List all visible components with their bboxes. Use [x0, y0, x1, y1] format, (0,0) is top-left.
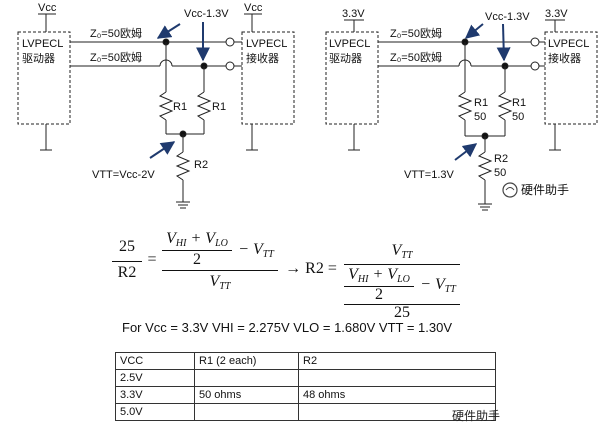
lhs-fraction-bar [112, 261, 142, 262]
right-vcc-annotation: Vcc-1.3V [485, 11, 530, 23]
table-cell: 50 ohms [194, 386, 299, 404]
condition-text: For Vcc = 3.3V VHI = 2.275V VLO = 1.680V… [122, 320, 453, 335]
left-r2-label: R2 [194, 159, 208, 171]
rhs-minus-vtt: − VTT [420, 276, 456, 295]
rhs-numerator: VTT [391, 242, 413, 261]
rhs-outer-bar [344, 304, 460, 305]
left-z0-bottom: Z₀=50欧姆 [90, 50, 142, 64]
watermark-logo [502, 182, 518, 198]
right-vtt-label: VTT=1.3V [404, 169, 454, 181]
right-r1-left-value: 50 [474, 111, 486, 123]
left-driver-label-2: 驱动器 [22, 52, 55, 65]
right-r2-label: R2 [494, 153, 508, 165]
left-vcc-annotation: Vcc-1.3V [184, 8, 229, 20]
left-vtt-label: VTT=Vcc-2V [92, 169, 155, 181]
rhs-two: 2 [375, 286, 383, 303]
watermark-text: 硬件助手 [521, 183, 569, 197]
right-r1-left-label: R1 [474, 97, 488, 109]
left-vcc-arrow [156, 23, 181, 39]
mid-fraction-bar [162, 270, 278, 271]
driver-box [17, 31, 71, 125]
right-vcc-arrow [464, 23, 484, 39]
table-cell [194, 403, 299, 421]
left-receiver-label-2: 接收器 [246, 51, 279, 65]
right-r2-value: 50 [494, 167, 506, 179]
left-driver-label-1: LVPECL [22, 38, 63, 50]
left-vcc-left-label: Vcc [38, 2, 57, 14]
left-z0-top: Z₀=50欧姆 [90, 26, 142, 40]
rhs-den-25: 25 [394, 304, 410, 321]
rhs-inner-bar [344, 286, 414, 287]
circuit-diagrams: Vcc Vcc Vcc-1.3V Z₀=50欧姆 Z₀=50欧姆 LVPECL … [17, 2, 598, 211]
right-r1-right-value: 50 [512, 111, 524, 123]
right-vcc-left-label: 3.3V [342, 8, 365, 20]
table-cell [194, 369, 299, 387]
table-cell: 5.0V [115, 403, 195, 421]
mid-denominator: VTT [209, 273, 231, 292]
rhs-fraction-bar [344, 264, 460, 265]
right-circuit [325, 19, 598, 211]
right-driver-label-1: LVPECL [329, 38, 370, 50]
table-header-cell: R1 (2 each) [194, 352, 299, 370]
table-header-cell: VCC [115, 352, 195, 370]
right-driver-box [325, 31, 379, 125]
right-receiver-label-1: LVPECL [548, 38, 589, 50]
arrow-r2: → R2 = [285, 260, 337, 277]
right-driver-label-2: 驱动器 [329, 52, 362, 65]
table-row: 2.5V [115, 369, 496, 387]
left-vcc-right-label: Vcc [244, 2, 263, 14]
table-header-row: VCC R1 (2 each) R2 [115, 352, 496, 370]
table-cell [298, 369, 496, 387]
left-vtt-arrow [149, 141, 176, 159]
right-z0-bottom: Z₀=50欧姆 [390, 50, 442, 64]
left-receiver-label-1: LVPECL [246, 38, 287, 50]
right-receiver-label-2: 接收器 [548, 51, 581, 65]
right-z0-top: Z₀=50欧姆 [390, 26, 442, 40]
left-r1-right-label: R1 [212, 101, 226, 113]
left-r1-left-label: R1 [173, 101, 187, 113]
lhs-denominator: R2 [117, 264, 137, 281]
mid-two: 2 [193, 251, 201, 268]
table-cell: 48 ohms [298, 386, 496, 404]
equals-sign: = [147, 251, 157, 268]
left-circuit [17, 13, 295, 209]
right-vcc-arrow-2 [496, 23, 511, 62]
right-vtt-arrow [454, 143, 478, 161]
right-vcc-right-label: 3.3V [545, 8, 568, 20]
mid-terms: VHI + VLO [166, 230, 228, 249]
table-row: 5.0V [115, 403, 496, 421]
table-cell: 2.5V [115, 369, 195, 387]
rhs-terms: VHI + VLO [348, 266, 410, 285]
right-receiver-box [544, 31, 598, 125]
resistor-table: VCC R1 (2 each) R2 2.5V 3.3V 50 ohms 48 … [115, 352, 496, 421]
table-row: 3.3V 50 ohms 48 ohms [115, 386, 496, 404]
watermark-bottom: 硬件助手 [452, 409, 501, 423]
mid-inner-bar [162, 250, 232, 251]
receiver-box [241, 31, 295, 125]
table-header-cell: R2 [298, 352, 496, 370]
right-r1-right-label: R1 [512, 97, 526, 109]
table-cell [298, 403, 496, 421]
lhs-numerator: 25 [119, 238, 135, 255]
resistor-formula: 25 R2 = VHI + VLO 2 − VTT VTT → R2 = VTT… [112, 230, 460, 321]
table-cell: 3.3V [115, 386, 195, 404]
mid-minus-vtt: − VTT [238, 241, 274, 260]
